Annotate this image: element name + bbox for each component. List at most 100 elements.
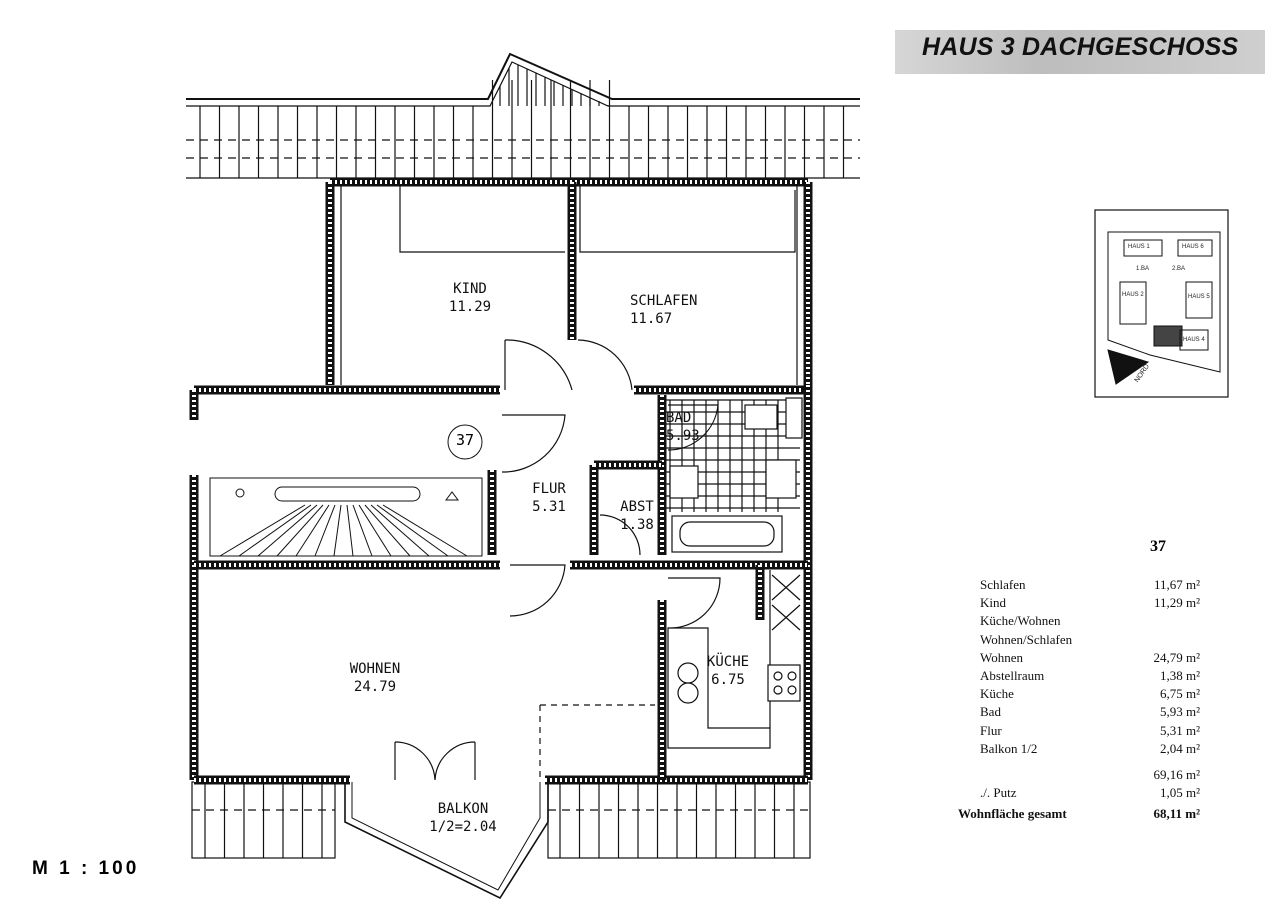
room-label-bad: BAD 5.93: [666, 409, 716, 445]
stair-step: [382, 504, 468, 557]
sink: [677, 662, 699, 684]
room-name: KIND: [453, 281, 487, 297]
table-gap: [955, 758, 1205, 766]
north-arrow: [1107, 349, 1150, 385]
room-label-kind: KIND 11.29: [440, 280, 500, 316]
room-area: 5.93: [666, 428, 700, 444]
room-area: 6.75: [711, 672, 745, 688]
door-balkon: [394, 741, 476, 781]
header-banner: [895, 30, 1265, 74]
stair-step: [295, 504, 330, 557]
subtotal-row: 69,16 m²: [1153, 766, 1200, 782]
site-building: [1123, 239, 1163, 257]
room-name: BAD: [666, 410, 692, 426]
room-area: 24.79: [353, 679, 397, 695]
room-area: 11.67: [630, 311, 673, 327]
site-map: [1094, 209, 1229, 398]
site-map-frame: [1094, 209, 1229, 398]
stair-step: [314, 504, 336, 557]
door-wohnen: [509, 564, 566, 617]
site-label-haus6: HAUS 6: [1182, 244, 1204, 250]
balcony-outline: [344, 782, 549, 900]
dashed-outline: [539, 704, 655, 780]
site-building: [1179, 329, 1209, 351]
unit-circle: [447, 424, 483, 460]
stair-step: [376, 504, 449, 557]
site-outline: [1107, 231, 1221, 373]
stair-step: [370, 504, 430, 557]
site-label-1ba: 1.BA: [1136, 266, 1150, 272]
stair-start-dot: [235, 488, 245, 498]
stove: [767, 664, 801, 702]
staircase: [209, 424, 483, 557]
door-kind: [504, 339, 573, 391]
stair-outline: [209, 477, 483, 557]
site-label-2ba: 2.BA: [1172, 266, 1186, 272]
roof-bottom-right: [547, 781, 811, 859]
room-name: KÜCHE: [706, 654, 750, 670]
site-building: [1119, 281, 1147, 325]
cabinet: [669, 465, 699, 499]
room-label-flur: FLUR 5.31: [522, 480, 576, 516]
room-name: FLUR: [532, 481, 566, 497]
room-label-wohnen: WOHNEN 24.79: [340, 660, 410, 696]
room-label-balkon: BALKON 1/2=2.04: [418, 800, 508, 836]
roof-ridge-line: [186, 52, 860, 100]
shaft-cross: [771, 574, 801, 631]
door-flur: [501, 414, 566, 473]
balcony-outline: [344, 782, 549, 900]
room-label-schlafen: SCHLAFEN 11.67: [630, 292, 720, 328]
burner: [773, 685, 783, 695]
site-label-haus5: HAUS 5: [1188, 294, 1210, 300]
site-label-haus2: HAUS 2: [1122, 292, 1144, 298]
kitchen-fixtures: [667, 570, 801, 749]
area-row: Wohnen/Schlafen: [980, 631, 1073, 647]
stair-step: [238, 504, 312, 557]
bed-outline: [399, 186, 796, 253]
stair-handrail: [274, 486, 421, 502]
site-building: [1177, 239, 1213, 257]
room-name: ABST: [620, 499, 654, 515]
washbasin: [765, 459, 797, 499]
stair-step: [358, 504, 392, 557]
site-label-haus1: HAUS 1: [1128, 244, 1150, 250]
room-area: 11.29: [448, 299, 492, 315]
unit-number: 37: [1150, 538, 1166, 555]
stair-step: [352, 504, 373, 557]
scale-label: M 1 : 100: [32, 858, 140, 879]
roof-ridge-line-inner: [186, 61, 860, 107]
burner: [773, 671, 783, 681]
room-area: 1/2=2.04: [429, 819, 497, 835]
door-abst: [599, 514, 641, 556]
burner: [787, 685, 797, 695]
unit-circle-number: 37: [455, 431, 475, 449]
site-building-highlight: [1153, 325, 1183, 347]
room-area: 5.31: [532, 499, 566, 515]
bathtub-inner: [679, 521, 775, 547]
walls: [189, 177, 813, 785]
stair-step: [276, 504, 324, 557]
door-schlafen: [577, 339, 633, 391]
stair-step: [219, 504, 306, 557]
sink: [677, 682, 699, 704]
room-label-abst: ABST 1.38: [612, 498, 662, 534]
burner: [787, 671, 797, 681]
stair-step: [364, 504, 411, 557]
site-building: [1185, 281, 1213, 319]
balcony-inner: [351, 782, 541, 891]
room-name: SCHLAFEN: [630, 293, 698, 309]
room-name: BALKON: [437, 801, 489, 817]
stair-arrow: [445, 491, 459, 501]
shaft: [785, 397, 803, 439]
site-label-haus4: HAUS 4: [1183, 337, 1205, 343]
page-title: HAUS 3 DACHGESCHOSS: [922, 33, 1239, 61]
